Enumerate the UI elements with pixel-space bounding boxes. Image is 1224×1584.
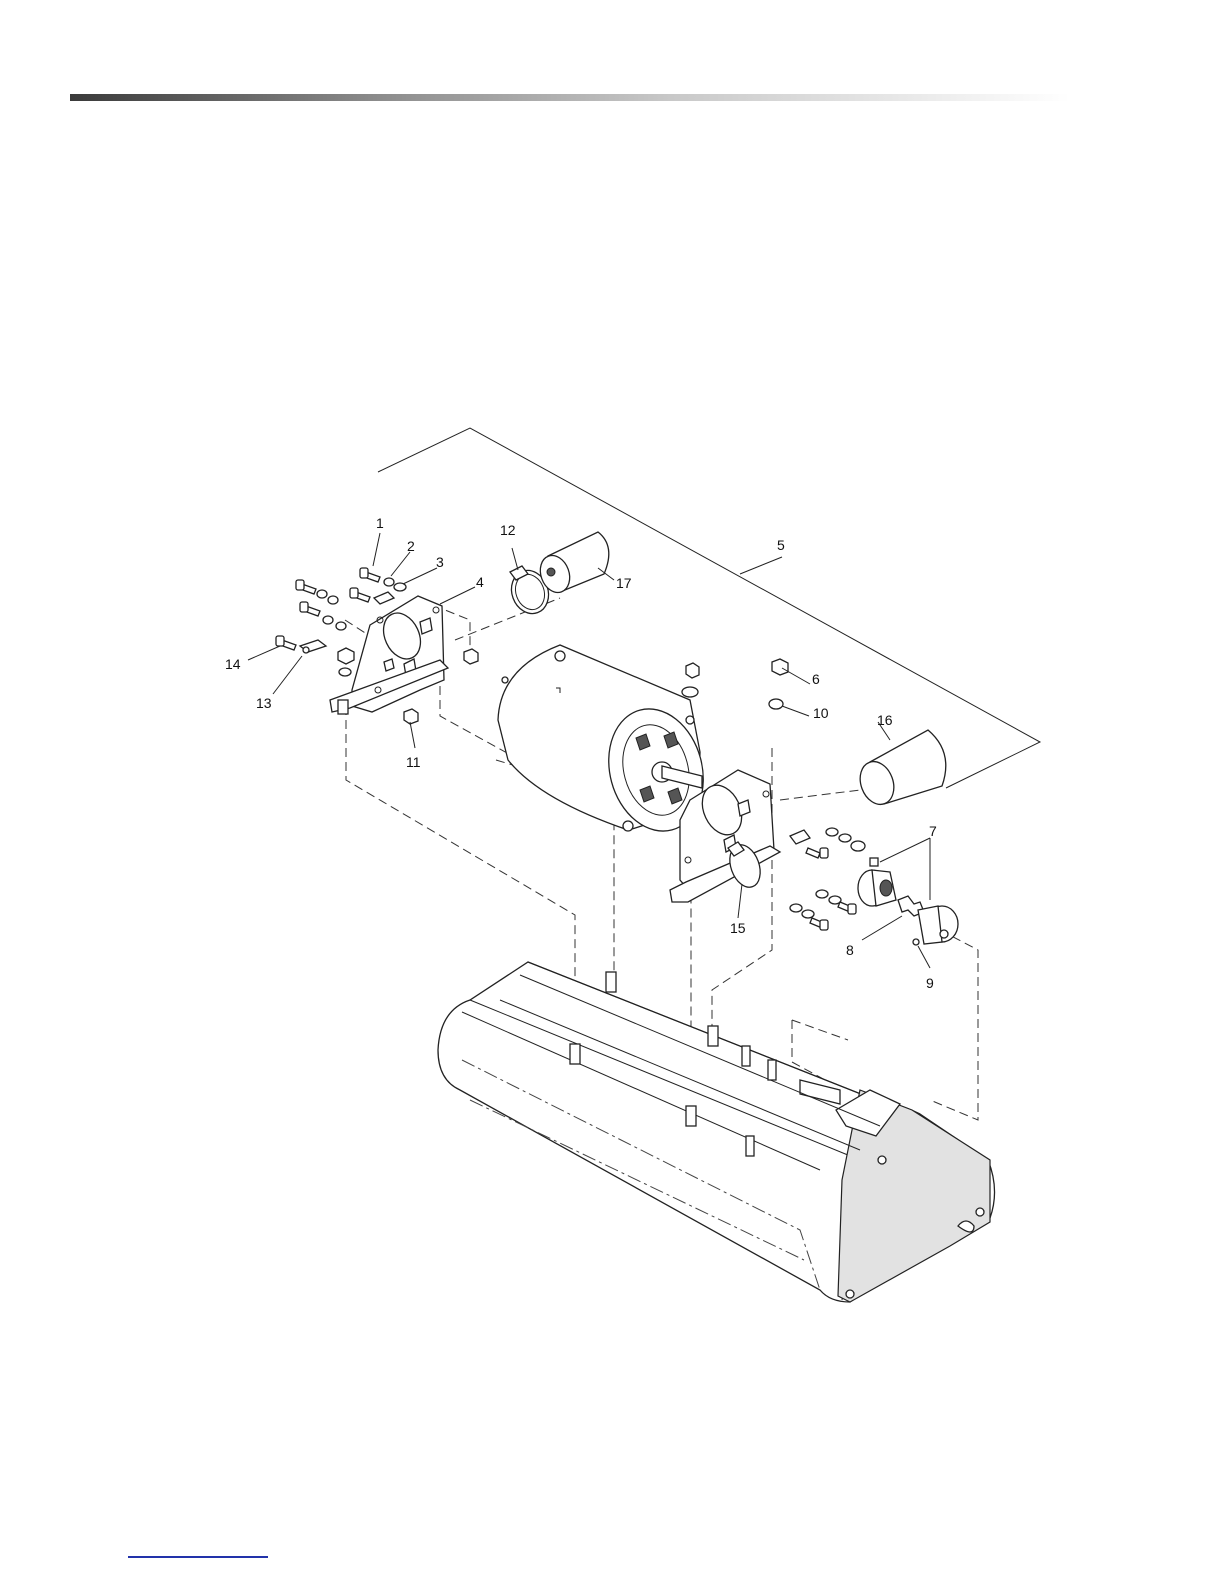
assembly-outline (378, 428, 1040, 788)
callout-3: 3 (436, 554, 444, 570)
callout-13: 13 (256, 695, 272, 711)
callout-1: 1 (376, 515, 384, 531)
callout-9: 9 (926, 975, 934, 991)
footer-rule (128, 1556, 268, 1558)
callout-2: 2 (407, 538, 415, 554)
callout-12: 12 (500, 522, 516, 538)
callout-11: 11 (406, 754, 421, 770)
callout-7: 7 (929, 823, 937, 839)
callout-15: 15 (730, 920, 746, 936)
callout-14: 14 (225, 656, 241, 672)
callout-5: 5 (777, 537, 785, 553)
capacitor-small (535, 532, 608, 597)
callout-17: 17 (616, 575, 632, 591)
capacitor-large (854, 730, 945, 809)
callout-6: 6 (812, 671, 820, 687)
right-fasteners (769, 659, 865, 930)
base-housing (438, 962, 995, 1302)
callout-16: 16 (877, 712, 893, 728)
coupling (858, 858, 958, 945)
callout-8: 8 (846, 942, 854, 958)
callout-10: 10 (813, 705, 829, 721)
callout-4: 4 (476, 574, 484, 590)
